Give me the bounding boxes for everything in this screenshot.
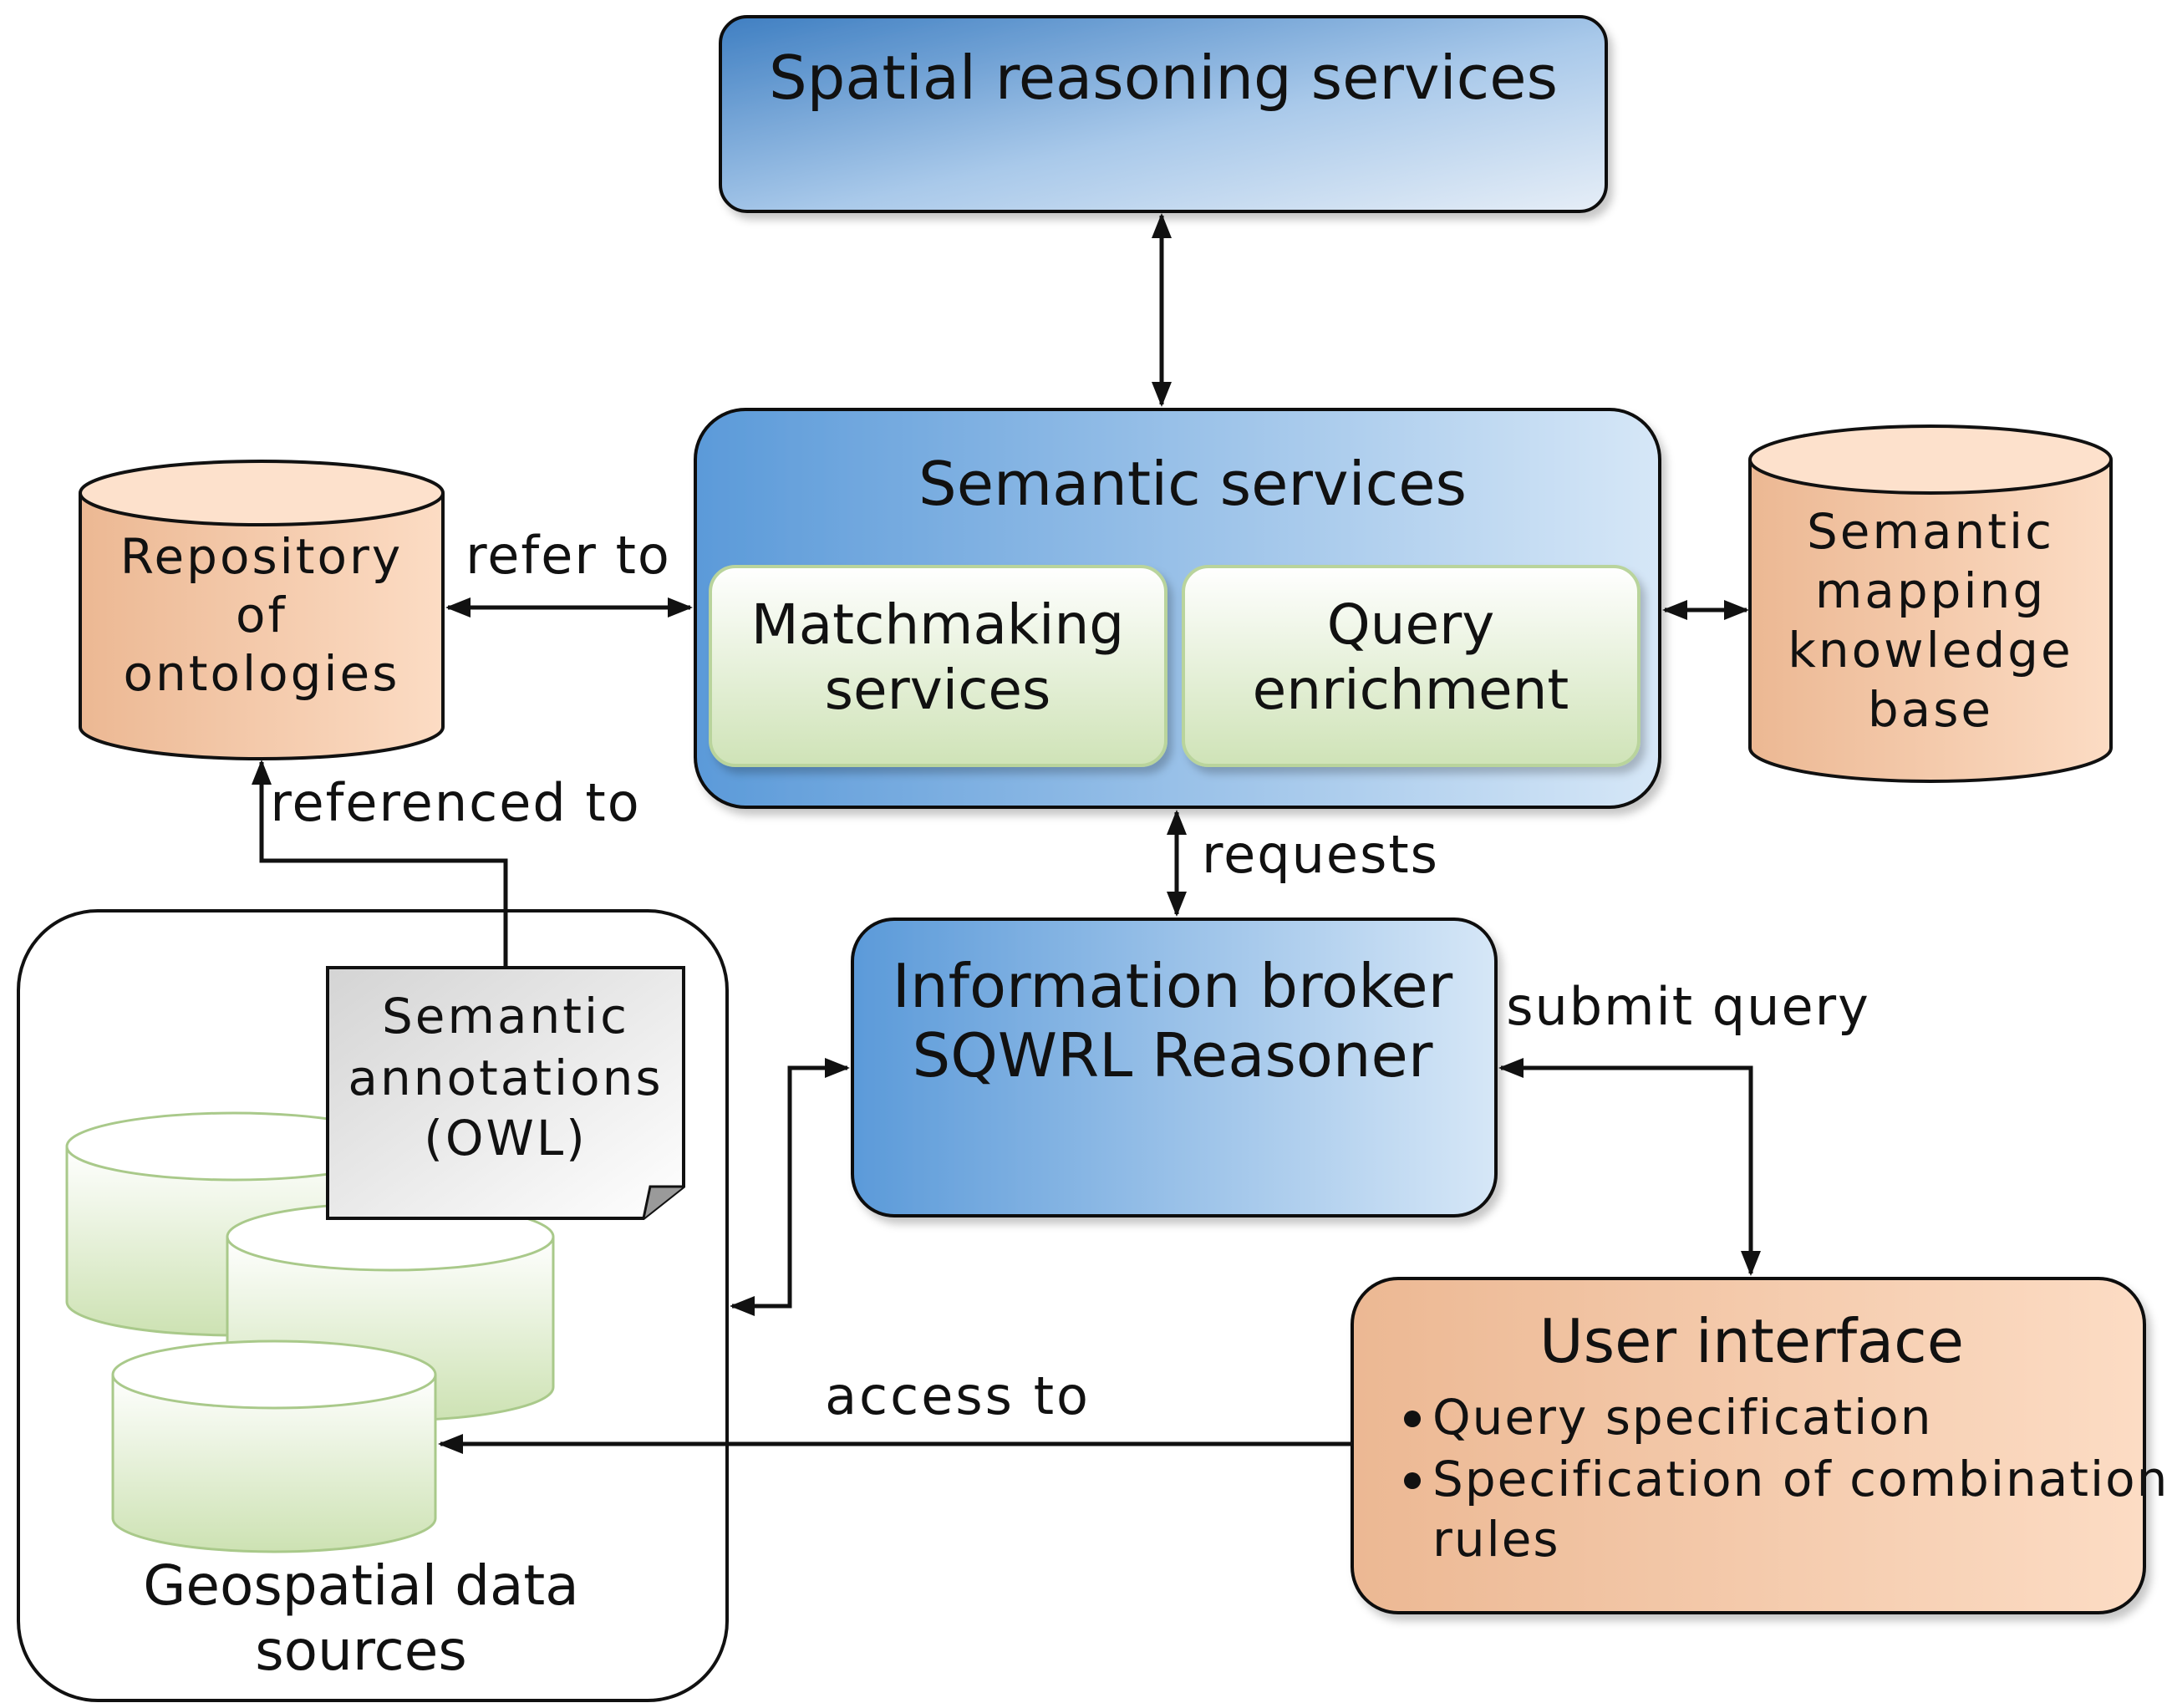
repository-line1: Repository	[120, 528, 403, 585]
matchmaking-line1: Matchmaking	[751, 592, 1124, 657]
mapping-kb-line4: base	[1868, 681, 1993, 738]
repository-line3: ontologies	[124, 645, 400, 702]
spatial-reasoning-title: Spatial reasoning services	[769, 43, 1558, 113]
label-access-to: access to	[825, 1365, 1091, 1426]
matchmaking-line2: services	[825, 658, 1051, 722]
edge-submit-query	[1498, 1058, 1761, 1276]
edge-broker-geodata	[730, 1058, 850, 1316]
connectors	[252, 213, 1761, 1454]
ui-bullet1: Query specification	[1432, 1389, 1933, 1446]
query-enrichment-line2: enrichment	[1253, 658, 1569, 722]
edge-labels: refer to referenced to requests submit q…	[270, 525, 1870, 1426]
annotations-line3: (OWL)	[424, 1110, 588, 1167]
edge-referenced-to	[252, 760, 508, 968]
mapping-kb-line1: Semantic	[1807, 503, 2054, 560]
repository-line2: of	[236, 587, 287, 643]
geospatial-data-sources-group: Semantic annotations (OWL) Geospatial da…	[17, 909, 729, 1702]
semantic-services-box: Semantic services Matchmaking services Q…	[694, 408, 1661, 809]
geodata-line1: Geospatial data	[143, 1553, 579, 1618]
query-enrichment-box: Query enrichment	[1182, 565, 1641, 767]
ui-bullet2-line2: rules	[1432, 1511, 1560, 1568]
broker-line1: Information broker	[893, 951, 1453, 1021]
label-refer-to: refer to	[465, 525, 671, 586]
broker-line2: SQWRL Reasoner	[913, 1020, 1433, 1090]
matchmaking-services-box: Matchmaking services	[709, 565, 1167, 767]
data-cylinder-3	[111, 1339, 437, 1553]
semantic-mapping-kb-cylinder: Semantic mapping knowledge base	[1748, 424, 2113, 783]
user-interface-box: User interface Query specification Speci…	[1351, 1277, 2167, 1614]
semantic-annotations-document: Semantic annotations (OWL)	[326, 966, 685, 1220]
spatial-reasoning-services-box: Spatial reasoning services	[719, 15, 1608, 213]
query-enrichment-line1: Query	[1327, 592, 1495, 657]
repository-of-ontologies-cylinder: Repository of ontologies	[79, 460, 445, 760]
bullet-icon	[1404, 1411, 1421, 1427]
geodata-line2: sources	[255, 1619, 467, 1683]
annotations-line2: annotations	[348, 1050, 663, 1106]
ui-bullet2-line1: Specification of combination	[1432, 1451, 2167, 1507]
mapping-kb-line3: knowledge	[1788, 622, 2073, 679]
label-referenced-to: referenced to	[270, 772, 640, 833]
label-requests: requests	[1202, 824, 1439, 885]
bullet-icon	[1404, 1472, 1421, 1489]
information-broker-box: Information broker SQWRL Reasoner	[851, 918, 1498, 1217]
semantic-services-title: Semantic services	[918, 449, 1467, 519]
annotations-line1: Semantic	[382, 988, 629, 1045]
mapping-kb-line2: mapping	[1815, 562, 2046, 619]
user-interface-title: User interface	[1539, 1306, 1964, 1376]
label-submit-query: submit query	[1506, 976, 1870, 1037]
